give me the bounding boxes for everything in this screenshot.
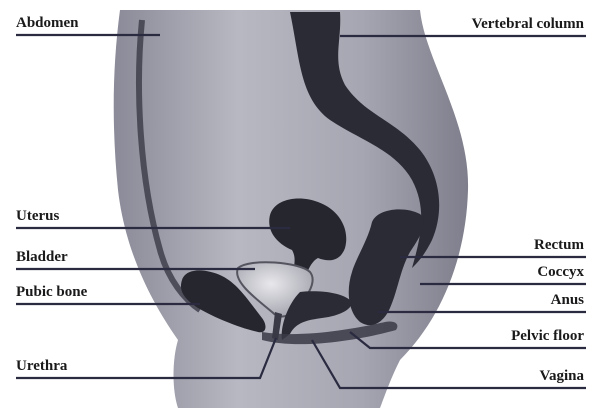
label-urethra: Urethra <box>16 357 67 375</box>
label-pelvic-floor: Pelvic floor <box>511 327 584 345</box>
label-vagina: Vagina <box>540 367 584 385</box>
label-vertebral-column: Vertebral column <box>472 15 584 33</box>
label-coccyx: Coccyx <box>537 263 584 281</box>
label-bladder: Bladder <box>16 248 68 266</box>
label-pubic-bone: Pubic bone <box>16 283 87 301</box>
label-uterus: Uterus <box>16 207 59 225</box>
label-anus: Anus <box>551 291 584 309</box>
label-abdomen: Abdomen <box>16 14 79 32</box>
label-rectum: Rectum <box>534 236 584 254</box>
